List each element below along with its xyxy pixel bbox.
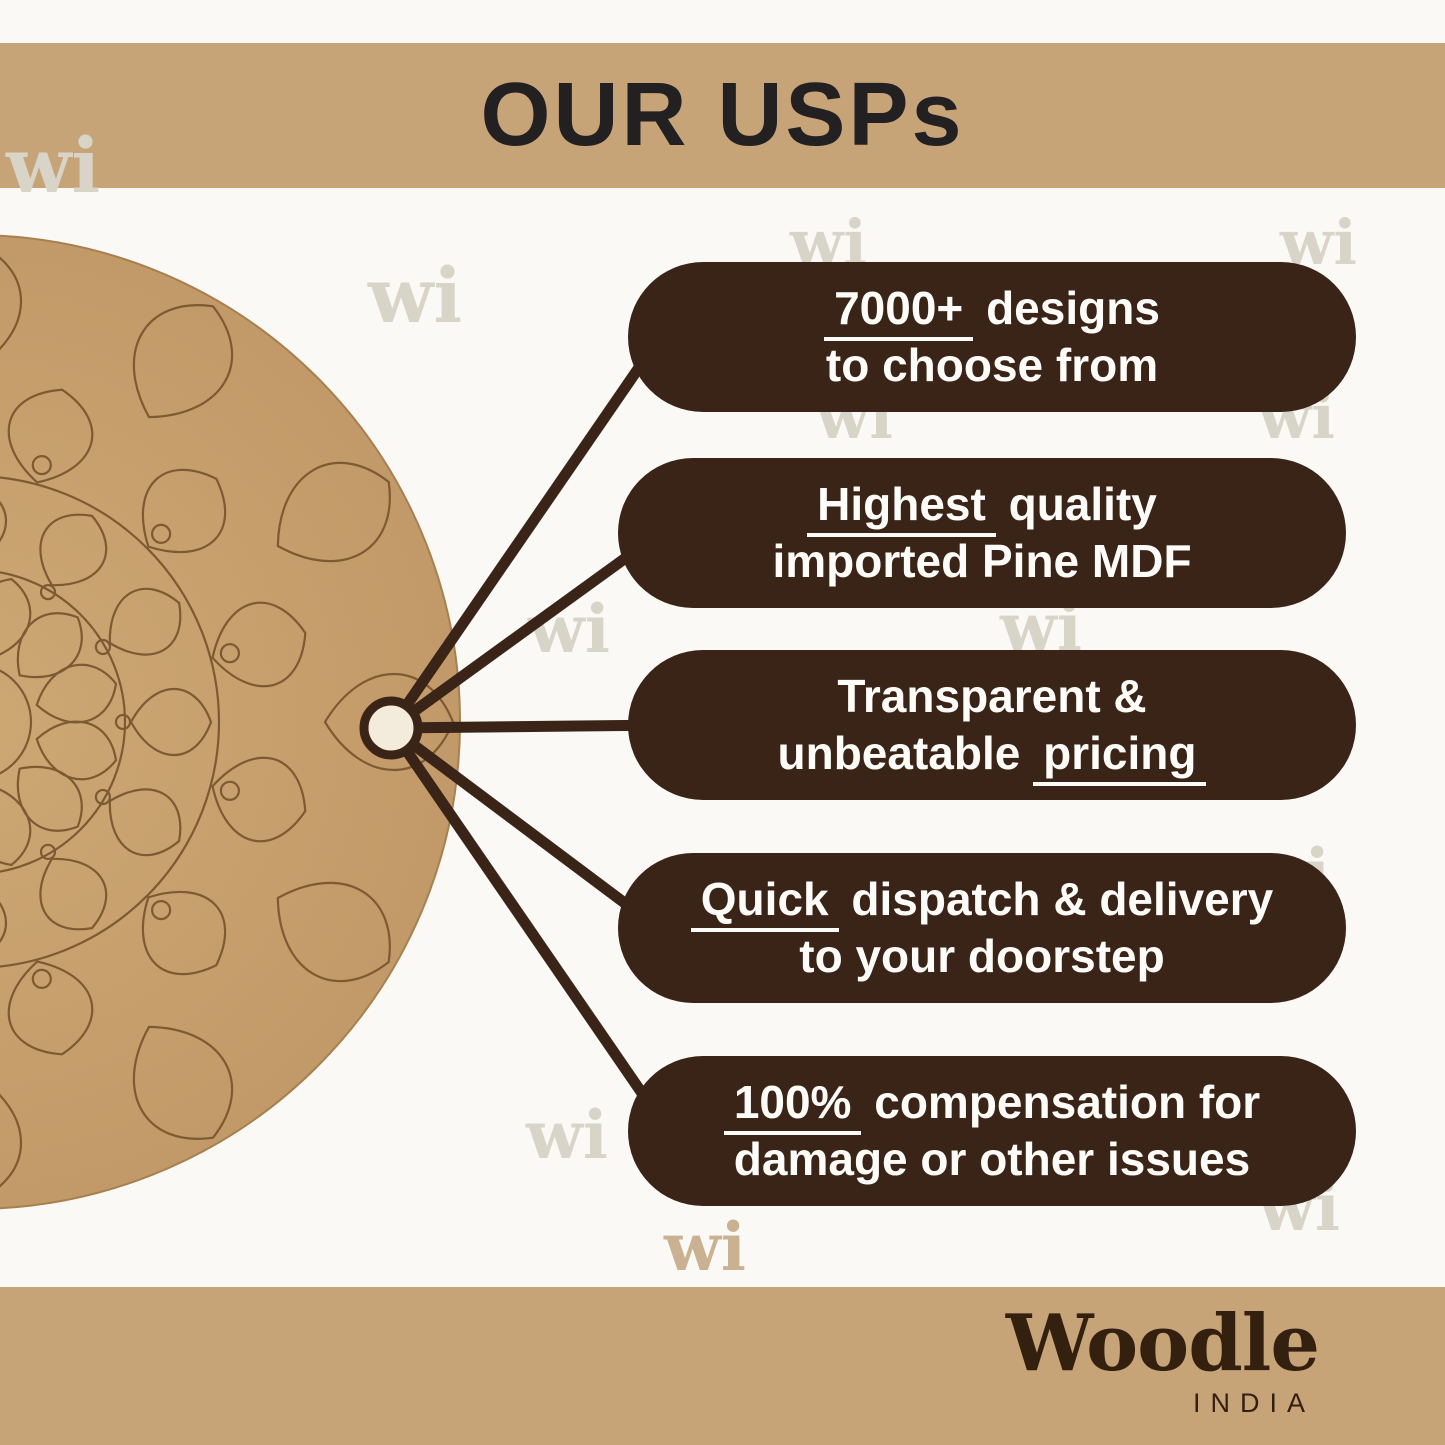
bottom-banner <box>0 1287 1445 1445</box>
wi-watermark: wi <box>526 1096 608 1174</box>
wi-watermark: wi <box>368 251 463 340</box>
usp-text: Transparent & <box>837 670 1147 722</box>
brand-country: INDIA <box>1192 1388 1315 1418</box>
usp-text-line: damage or other issues <box>734 1131 1250 1188</box>
usp-pill-designs: 7000+ designs to choose from <box>628 262 1356 412</box>
usp-text-line: imported Pine MDF <box>772 533 1191 590</box>
usp-text: compensation for <box>861 1076 1261 1128</box>
usp-text: to your doorstep <box>799 930 1165 982</box>
wi-watermark: wi <box>664 1208 746 1286</box>
usp-text: damage or other issues <box>733 1133 1251 1185</box>
usp-text-line: to choose from <box>826 337 1158 394</box>
usp-text-line: Transparent & <box>837 668 1146 725</box>
usp-text: unbeatable <box>777 727 1021 779</box>
usp-text-line: Quick dispatch & delivery <box>690 871 1274 932</box>
usp-text-underlined: Highest <box>807 478 996 537</box>
usp-text: designs <box>973 282 1160 334</box>
usp-text-line: Highest quality <box>807 476 1157 537</box>
usp-text-line: to your doorstep <box>799 928 1164 985</box>
wi-watermark: wi <box>528 590 610 668</box>
usp-text-underlined: 100% <box>723 1076 862 1135</box>
top-banner: OUR USPs <box>0 43 1445 188</box>
usp-pill-quality: Highest quality imported Pine MDF <box>618 458 1346 608</box>
usp-text-underlined: Quick <box>690 873 839 932</box>
usp-text: to choose from <box>825 339 1159 391</box>
brand-name: Woodle <box>1005 1298 1320 1389</box>
usp-pill-compensation: 100% compensation for damage or other is… <box>628 1056 1356 1206</box>
usp-text-line: 100% compensation for <box>723 1074 1261 1135</box>
usp-text-line: unbeatable pricing <box>777 725 1207 786</box>
mdf-mandala-board <box>0 234 461 1210</box>
brand-logo: Woodle INDIA <box>1005 1298 1320 1419</box>
page-title: OUR USPs <box>480 65 965 165</box>
usp-text-line: 7000+ designs <box>824 280 1160 341</box>
usp-text-underlined: pricing <box>1033 727 1207 786</box>
wi-watermark: wi <box>6 121 101 210</box>
usp-pill-pricing: Transparent & unbeatable pricing <box>628 650 1356 800</box>
usp-text-underlined: 7000+ <box>824 282 974 341</box>
mandala-artwork <box>0 256 455 1188</box>
usp-text: imported Pine MDF <box>772 535 1192 587</box>
usp-pill-dispatch: Quick dispatch & delivery to your doorst… <box>618 853 1346 1003</box>
usp-text: quality <box>995 478 1157 530</box>
usp-text: dispatch & delivery <box>838 873 1274 925</box>
